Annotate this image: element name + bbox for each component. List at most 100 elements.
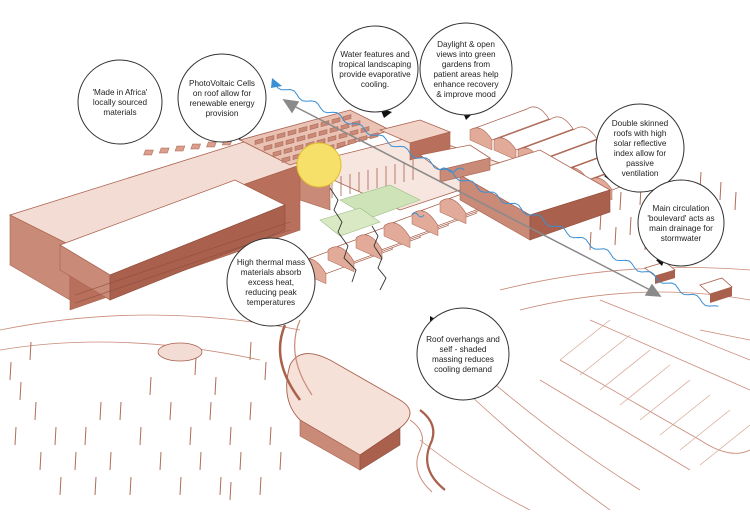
tree-mark bbox=[249, 401, 252, 421]
annotation-text: renewable energy bbox=[189, 99, 255, 108]
tree-mark bbox=[259, 476, 262, 496]
tree-mark bbox=[29, 341, 32, 361]
tree-mark bbox=[54, 426, 57, 446]
pv-cell bbox=[336, 141, 346, 149]
tree-mark bbox=[139, 426, 142, 446]
annotation-text: excess heat, bbox=[248, 278, 294, 287]
annotation-bubble bbox=[226, 237, 316, 327]
annotation-text: Water features and bbox=[340, 50, 410, 59]
tree-mark bbox=[279, 451, 282, 471]
tree-mark bbox=[119, 401, 122, 421]
pv-cell bbox=[283, 147, 293, 154]
annotation-text: ventilation bbox=[622, 169, 659, 178]
tree-mark bbox=[94, 476, 97, 496]
annotation-text: index allow for bbox=[614, 149, 667, 158]
pv-cell bbox=[274, 141, 284, 148]
pv-cell bbox=[263, 144, 273, 151]
tree-mark bbox=[74, 451, 77, 471]
tree-mark bbox=[149, 376, 152, 396]
pv-cell bbox=[340, 123, 350, 131]
tree-mark bbox=[59, 476, 62, 496]
tree-mark bbox=[229, 426, 232, 446]
pv-cell bbox=[338, 132, 348, 140]
annotation-text: Roof overhangs and bbox=[426, 335, 500, 344]
tree-mark bbox=[719, 181, 722, 201]
tree-mark bbox=[84, 426, 87, 446]
annotation-text: Double skinned bbox=[612, 119, 669, 128]
tree-mark bbox=[9, 361, 12, 381]
tree-mark bbox=[169, 401, 172, 421]
stormwater-arrow-icon bbox=[271, 78, 282, 88]
pv-cell bbox=[307, 132, 317, 139]
tree-mark bbox=[39, 451, 42, 471]
tree-mark bbox=[619, 191, 622, 211]
vault-end-wall bbox=[411, 210, 439, 237]
tree-mark bbox=[734, 191, 737, 211]
tree-mark bbox=[629, 216, 632, 236]
tree-mark bbox=[269, 426, 272, 446]
tree-mark bbox=[614, 226, 617, 246]
pv-cell bbox=[298, 126, 308, 133]
tree-mark bbox=[34, 401, 37, 421]
water-feature-lines bbox=[411, 167, 465, 218]
annotation-text: Main circulation bbox=[653, 204, 710, 213]
tree-mark bbox=[249, 341, 252, 361]
pv-cell bbox=[287, 129, 297, 136]
sun-icon bbox=[296, 142, 342, 188]
tree-mark bbox=[194, 356, 197, 376]
pv-cell bbox=[318, 129, 328, 136]
top-pavilion bbox=[378, 119, 491, 183]
pv-cell bbox=[296, 135, 306, 142]
annotation-bubble bbox=[637, 179, 725, 267]
annotation-bubble bbox=[416, 307, 510, 401]
pv-cell bbox=[349, 129, 359, 137]
annotation-text: tropical landscaping bbox=[339, 60, 412, 69]
pv-cell bbox=[309, 123, 319, 130]
annotation-bubble bbox=[77, 59, 163, 145]
annotation-text: stormwater bbox=[661, 234, 702, 243]
round-kiosk bbox=[157, 342, 203, 362]
annotation-text: passive bbox=[626, 159, 654, 168]
annotation-text: High thermal mass bbox=[237, 258, 305, 267]
left-wing bbox=[8, 139, 302, 311]
tree-mark bbox=[199, 451, 202, 471]
pv-cell bbox=[347, 138, 357, 146]
pv-cell bbox=[281, 156, 291, 163]
annotation-text: roofs with high bbox=[614, 129, 667, 138]
tree-mark bbox=[159, 451, 162, 471]
pv-cell bbox=[276, 132, 286, 139]
annotation-text: main drainage for bbox=[649, 224, 713, 233]
tree-mark bbox=[189, 426, 192, 446]
annotation-text: on roof allow for bbox=[193, 89, 252, 98]
pv-cell bbox=[265, 135, 275, 142]
annotation-text: & improve mood bbox=[436, 90, 496, 99]
annotation-text: solar reflective bbox=[614, 139, 667, 148]
vault-end-wall bbox=[439, 198, 467, 225]
pv-cell bbox=[272, 150, 282, 157]
annotation-text: 'boulevard' acts as bbox=[647, 214, 714, 223]
annotations: 'Made in Africa'locally sourcedmaterials… bbox=[77, 22, 725, 401]
parking-lines bbox=[559, 319, 750, 466]
annotation-text: self - shaded bbox=[440, 345, 487, 354]
pv-cell bbox=[331, 117, 341, 124]
annotation-text: gardens from bbox=[442, 60, 490, 69]
heat-path-icon bbox=[329, 187, 387, 291]
tree-mark bbox=[19, 381, 22, 401]
tree-mark bbox=[99, 401, 102, 421]
pv-cell bbox=[254, 138, 264, 145]
annotation-text: cooling demand bbox=[434, 365, 492, 374]
annotation-bubble bbox=[331, 25, 419, 113]
annotation-bubble bbox=[595, 103, 685, 193]
tree-mark bbox=[14, 426, 17, 446]
annotation-text: Daylight & open bbox=[437, 40, 495, 49]
tree-mark bbox=[229, 481, 232, 501]
right-huts bbox=[644, 261, 733, 303]
annotation-text: temperatures bbox=[247, 298, 295, 307]
annotation-text: cooling. bbox=[361, 80, 389, 89]
